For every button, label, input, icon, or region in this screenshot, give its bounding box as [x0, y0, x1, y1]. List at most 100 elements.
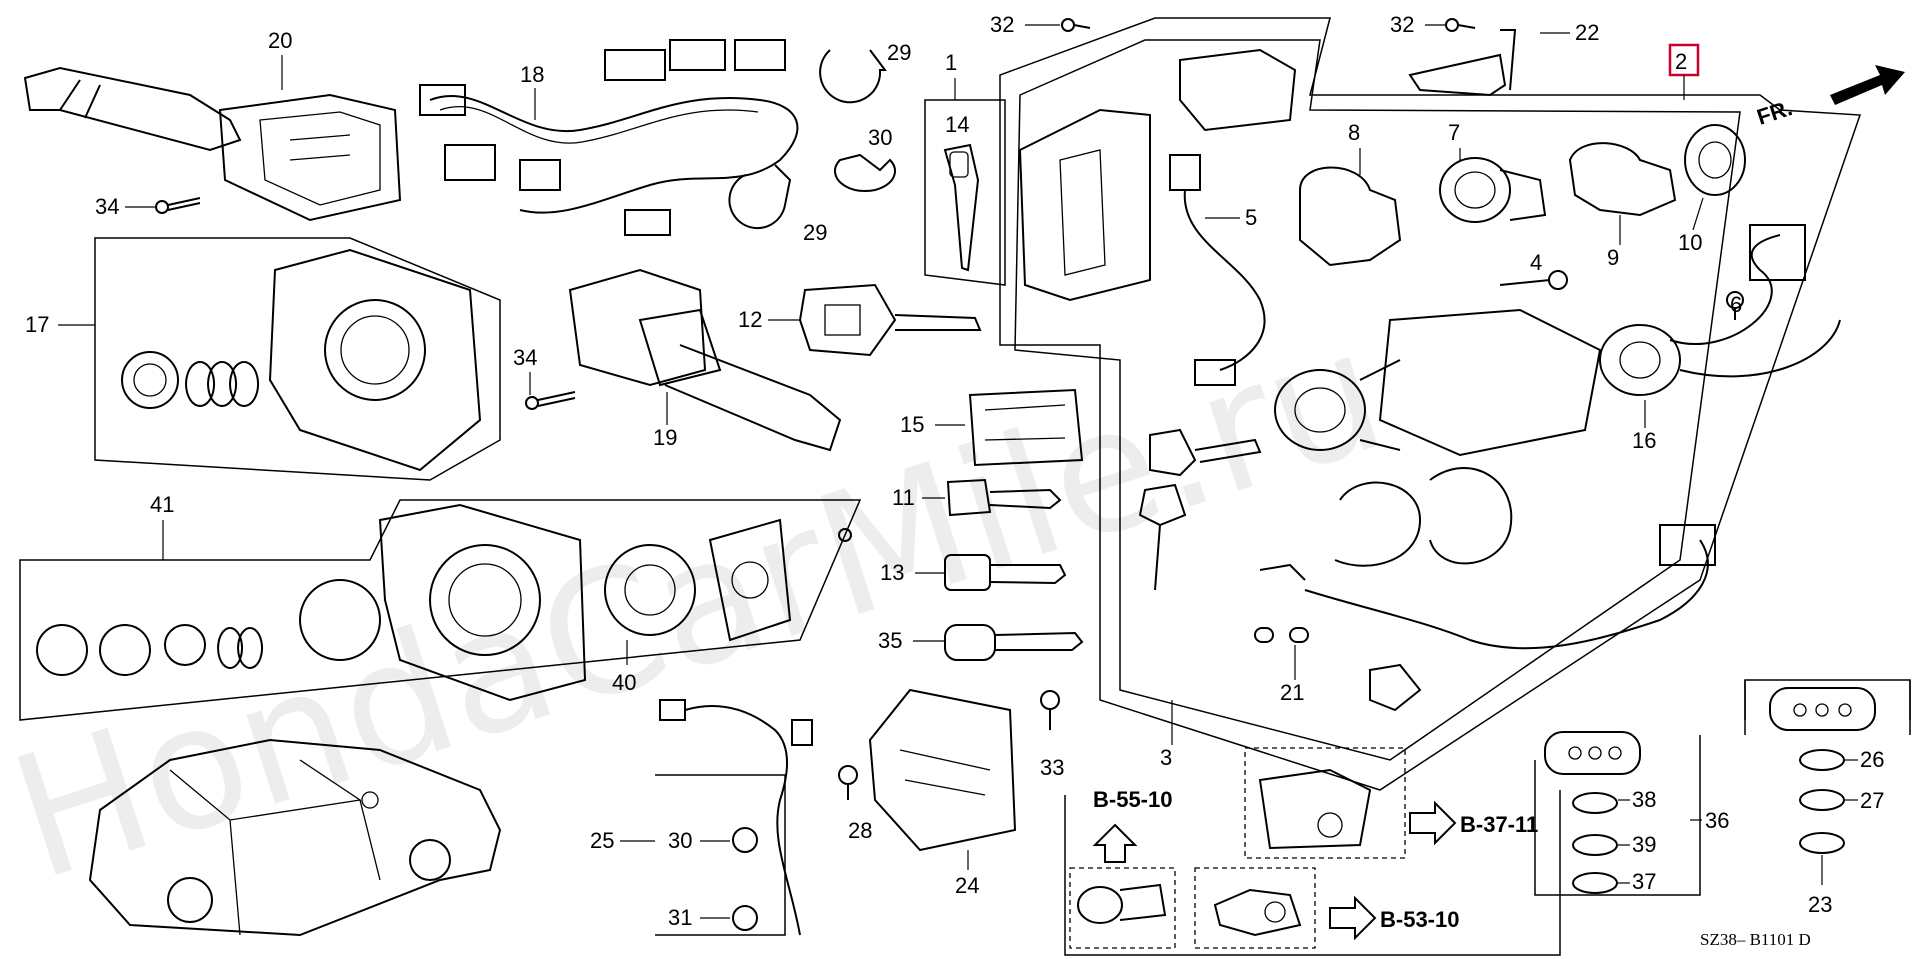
callout-38: 38 [1632, 787, 1656, 812]
callout-39: 39 [1632, 832, 1656, 857]
callout-30-top: 30 [868, 125, 892, 150]
fr-direction-arrow-icon [1830, 65, 1905, 105]
battery-38 [1572, 792, 1618, 814]
bolt-33 [1040, 690, 1060, 730]
group-3-outline [1014, 39, 1741, 761]
cable-reel-41 [36, 503, 852, 702]
bolt-4 [1499, 270, 1568, 290]
steering-lock-body [1274, 308, 1602, 457]
callout-17: 17 [25, 312, 49, 337]
ref-b-55-10: B-55-10 [1093, 787, 1172, 812]
clamp-31 [732, 905, 758, 931]
group-1-outline [924, 99, 1006, 286]
arrow-right-icon [1329, 895, 1377, 941]
reference-box [1064, 790, 1561, 956]
cylinder-ring-7 [1439, 157, 1547, 223]
retainer-loops [1334, 467, 1513, 567]
callout-25: 25 [590, 828, 614, 853]
trunk-lock-illustration [1258, 768, 1372, 850]
key-tag-15 [968, 388, 1084, 467]
callout-36: 36 [1705, 808, 1729, 833]
group-25-outline [655, 774, 786, 936]
part-20-combination-switch [23, 66, 402, 222]
group-23-sides [1744, 680, 1911, 735]
callout-10: 10 [1678, 230, 1702, 255]
ring-10 [1684, 124, 1746, 196]
callout-12: 12 [738, 307, 762, 332]
callout-21: 21 [1280, 680, 1304, 705]
callout-26: 26 [1860, 747, 1884, 772]
remote-case-36 [1544, 731, 1641, 775]
group-17-outline [94, 237, 501, 481]
callout-22: 22 [1575, 20, 1599, 45]
group-2-outline [999, 17, 1862, 791]
callout-41: 41 [150, 492, 174, 517]
callout-15: 15 [900, 412, 924, 437]
callout-31: 31 [668, 905, 692, 930]
group-41-outline [19, 499, 862, 721]
cover-37 [1572, 872, 1618, 894]
harness-5 [1169, 154, 1266, 386]
callout-32-left: 32 [990, 12, 1014, 37]
control-unit-24 [868, 688, 1017, 852]
callout-35: 35 [878, 628, 902, 653]
part-19-wiper-switch [568, 268, 842, 452]
sensor-harness-25 [659, 699, 813, 936]
callout-33: 33 [1040, 755, 1064, 780]
screw-6 [1726, 291, 1744, 320]
callout-28: 28 [848, 818, 872, 843]
lock-cylinder-illustration [1077, 883, 1167, 924]
o-ring-39 [1572, 834, 1618, 856]
key-switch-16 [1599, 224, 1841, 396]
group-36-outline [1534, 735, 1701, 896]
key-13 [944, 554, 1067, 591]
ref-b-53-10: B-53-10 [1380, 907, 1459, 932]
callout-11: 11 [892, 485, 915, 510]
callout-5: 5 [1245, 205, 1257, 230]
callout-30-bottom: 30 [668, 828, 692, 853]
key-14 [943, 143, 980, 272]
callout-24: 24 [955, 873, 979, 898]
direction-label: FR. [1754, 95, 1795, 130]
callout-34-top: 34 [95, 194, 119, 219]
callout-19: 19 [653, 425, 677, 450]
wire-harness-18 [419, 39, 799, 236]
lock-cylinder-dashed-box [1069, 867, 1176, 949]
clip-29-bottom [728, 164, 792, 230]
cover-23 [1799, 832, 1845, 854]
callout-1: 1 [945, 50, 957, 75]
screw-34-top [155, 197, 201, 214]
ignition-key [1138, 428, 1262, 591]
callout-34-middle: 34 [513, 345, 537, 370]
screw-32-left [1061, 18, 1091, 32]
callout-13: 13 [880, 560, 904, 585]
callout-20: 20 [268, 28, 292, 53]
cable-reel-17 [121, 248, 482, 472]
immobilizer-unit [1018, 48, 1297, 302]
callout-29-top: 29 [887, 40, 911, 65]
remote-case-23 [1769, 687, 1876, 731]
callout-18: 18 [520, 62, 544, 87]
callout-8: 8 [1348, 120, 1360, 145]
o-ring-27 [1799, 789, 1845, 811]
key-11 [946, 478, 1062, 517]
door-lock-illustration [1213, 888, 1302, 937]
callout-37: 37 [1632, 869, 1656, 894]
clip-30 [834, 153, 896, 193]
callout-40: 40 [612, 670, 636, 695]
callout-16: 16 [1632, 428, 1656, 453]
callout-7: 7 [1448, 120, 1460, 145]
key-12 [798, 283, 982, 357]
arrow-right-icon-2 [1409, 800, 1457, 846]
callout-29-bottom: 29 [803, 220, 827, 245]
callout-6: 6 [1730, 292, 1742, 317]
callout-9: 9 [1607, 245, 1619, 270]
harness-21 [1254, 524, 1716, 712]
key-35 [944, 624, 1084, 661]
callout-3: 3 [1160, 745, 1172, 770]
callout-4: 4 [1530, 250, 1542, 275]
door-lock-dashed-box [1194, 867, 1316, 949]
bracket-22 [1408, 29, 1517, 97]
